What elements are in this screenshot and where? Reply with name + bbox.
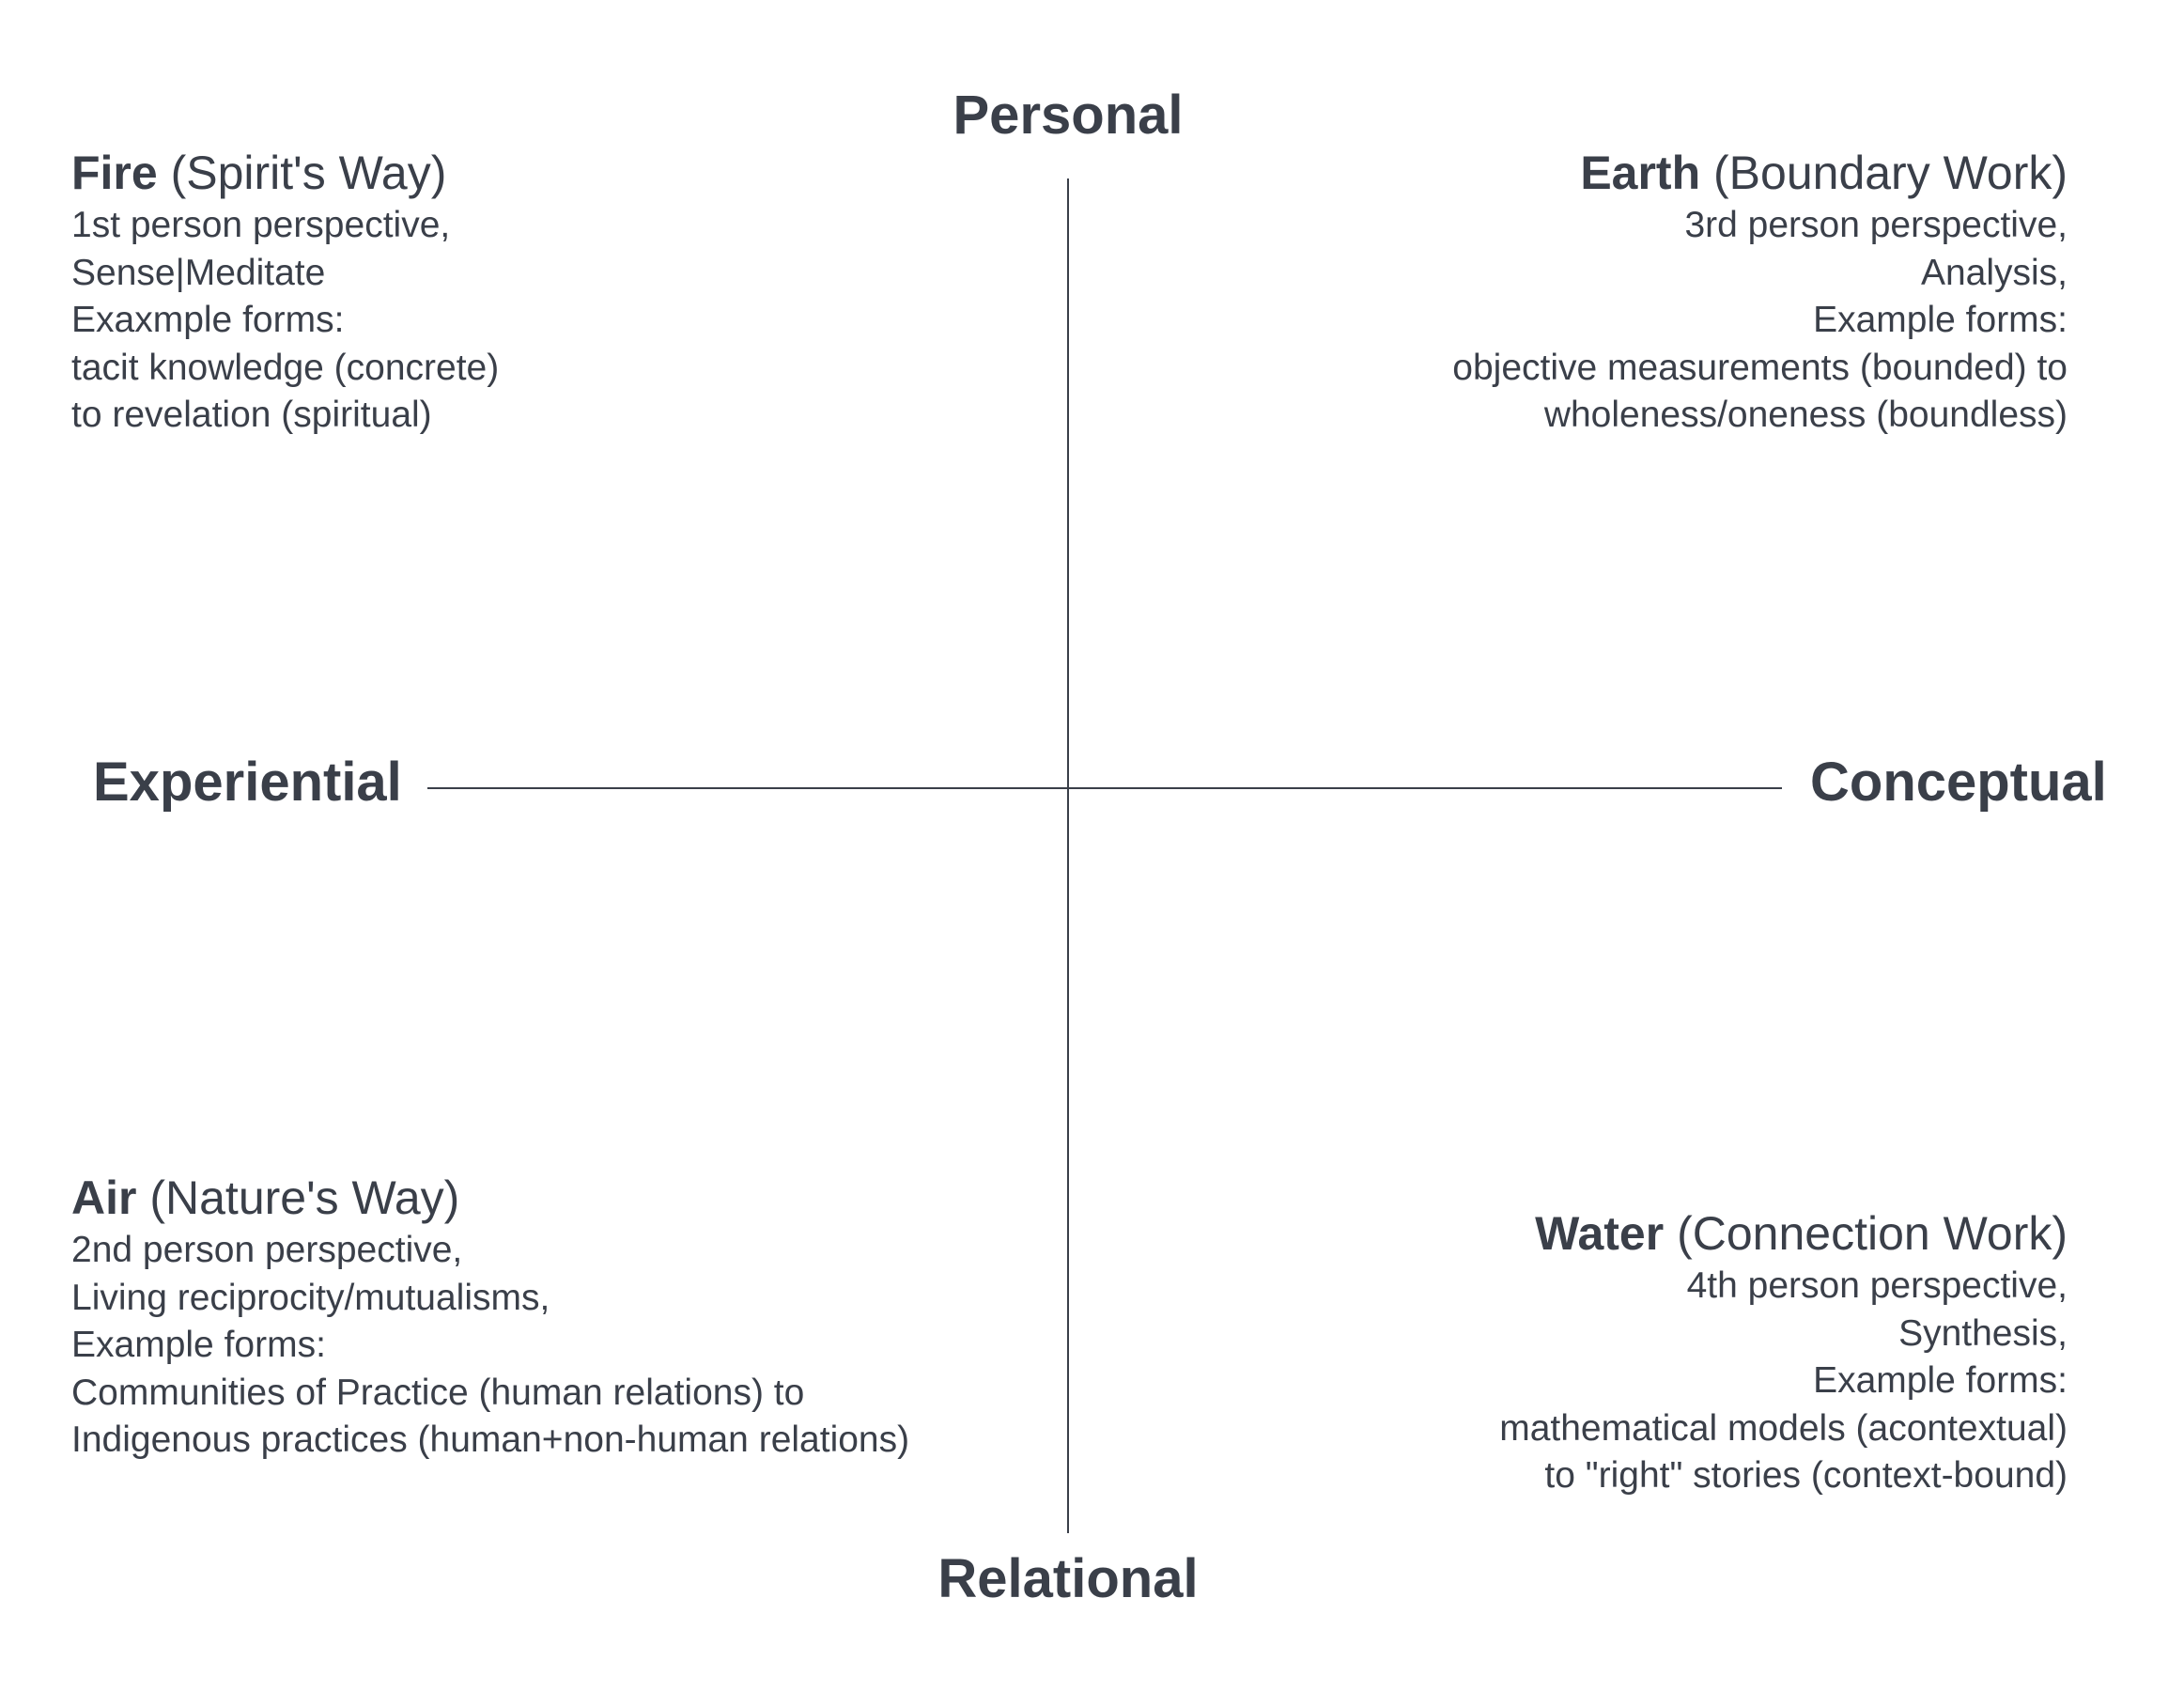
- quadrant-subtitle: (Connection Work): [1664, 1207, 2068, 1260]
- axis-label-conceptual: Conceptual: [1810, 752, 2107, 813]
- quadrant-fire: Fire (Spirit's Way) 1st person perspecti…: [71, 146, 499, 440]
- quadrant-line: Sense|Meditate: [71, 252, 326, 293]
- quadrant-line: Communities of Practice (human relations…: [71, 1372, 805, 1413]
- quadrant-subtitle: (Boundary Work): [1700, 147, 2068, 199]
- quadrant-element-name: Fire: [71, 147, 158, 199]
- quadrant-line: wholeness/oneness (boundless): [1543, 395, 2068, 435]
- quadrant-line: Living reciprocity/mutualisms,: [71, 1277, 550, 1318]
- quadrant-line: Indigenous practices (human+non-human re…: [71, 1420, 910, 1460]
- quadrant-line: tacit knowledge (concrete): [71, 347, 500, 388]
- quadrant-line: to revelation (spiritual): [71, 395, 432, 435]
- quadrant-element-name: Air: [71, 1171, 137, 1224]
- quadrant-subtitle: (Nature's Way): [136, 1171, 460, 1224]
- horizontal-axis: [427, 787, 1782, 789]
- quadrant-line: mathematical models (acontextual): [1499, 1407, 2068, 1449]
- quadrant-subtitle: (Spirit's Way): [157, 147, 447, 199]
- axis-label-relational: Relational: [937, 1548, 1199, 1609]
- quadrant-title: Earth (Boundary Work): [1452, 146, 2068, 200]
- quadrant-earth: Earth (Boundary Work) 3rd person perspec…: [1452, 146, 2068, 440]
- quadrant-line: 3rd person perspective,: [1684, 205, 2068, 245]
- quadrant-title: Air (Nature's Way): [71, 1171, 909, 1225]
- quadrant-line: 2nd person perspective,: [71, 1230, 463, 1270]
- vertical-axis-upper: [1067, 178, 1069, 855]
- quadrant-element-name: Water: [1535, 1207, 1665, 1260]
- quadrant-line: Exaxmple forms:: [71, 300, 345, 340]
- quadrant-line: 4th person perspective,: [1686, 1265, 2068, 1306]
- quadrant-line: Example forms:: [1813, 1360, 2068, 1401]
- quadrant-title: Water (Connection Work): [1499, 1206, 2068, 1261]
- quadrant-water: Water (Connection Work) 4th person persp…: [1499, 1206, 2068, 1500]
- quadrant-title: Fire (Spirit's Way): [71, 146, 499, 200]
- vertical-axis-lower: [1067, 853, 1069, 1533]
- quadrant-line: Example forms:: [71, 1325, 326, 1365]
- quadrant-line: Synthesis,: [1898, 1312, 2068, 1354]
- quadrant-line: Analysis,: [1920, 252, 2068, 293]
- axis-label-personal: Personal: [953, 85, 1184, 146]
- quadrant-air: Air (Nature's Way) 2nd person perspectiv…: [71, 1171, 909, 1465]
- quadrant-element-name: Earth: [1580, 147, 1701, 199]
- quadrant-line: 1st person perspective,: [71, 205, 451, 245]
- quadrant-line: objective measurements (bounded) to: [1452, 347, 2068, 388]
- axis-label-experiential: Experiential: [93, 752, 402, 813]
- quadrant-line: Example forms:: [1813, 300, 2068, 340]
- quadrant-line: to "right" stories (context-bound): [1544, 1455, 2068, 1496]
